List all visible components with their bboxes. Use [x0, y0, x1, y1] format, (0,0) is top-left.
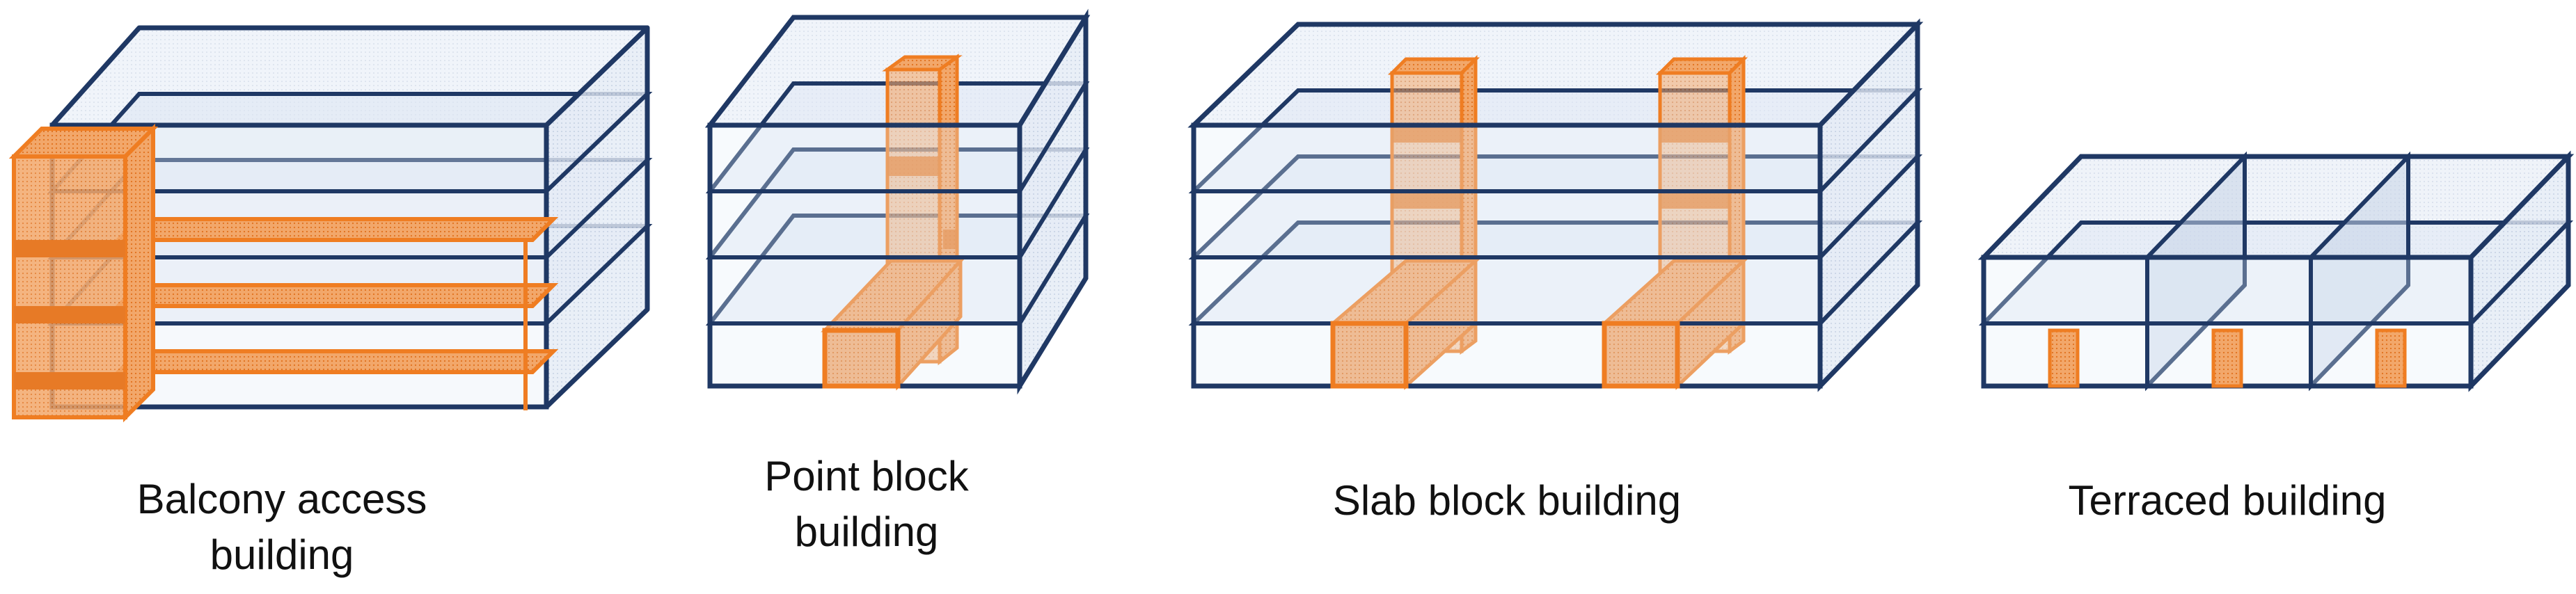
slab-block-building — [1187, 18, 1924, 392]
entrance-doors — [2048, 328, 2407, 388]
point-block-building — [704, 8, 1091, 395]
stair-core — [821, 54, 965, 391]
terraced-label: Terraced building — [2069, 477, 2387, 524]
point-block-label-line-2: building — [795, 508, 939, 555]
terraced-building — [1977, 150, 2575, 392]
balcony-access-label-line-2: building — [210, 531, 354, 578]
stair-core-2 — [1599, 54, 1748, 390]
slab-block-label: Slab block building — [1333, 477, 1681, 524]
balcony-access-label-line-1: Balcony access — [137, 476, 427, 522]
balcony-access-building — [8, 25, 653, 423]
point-block-label-line-1: Point block — [764, 453, 969, 499]
stair-tower — [8, 123, 159, 423]
